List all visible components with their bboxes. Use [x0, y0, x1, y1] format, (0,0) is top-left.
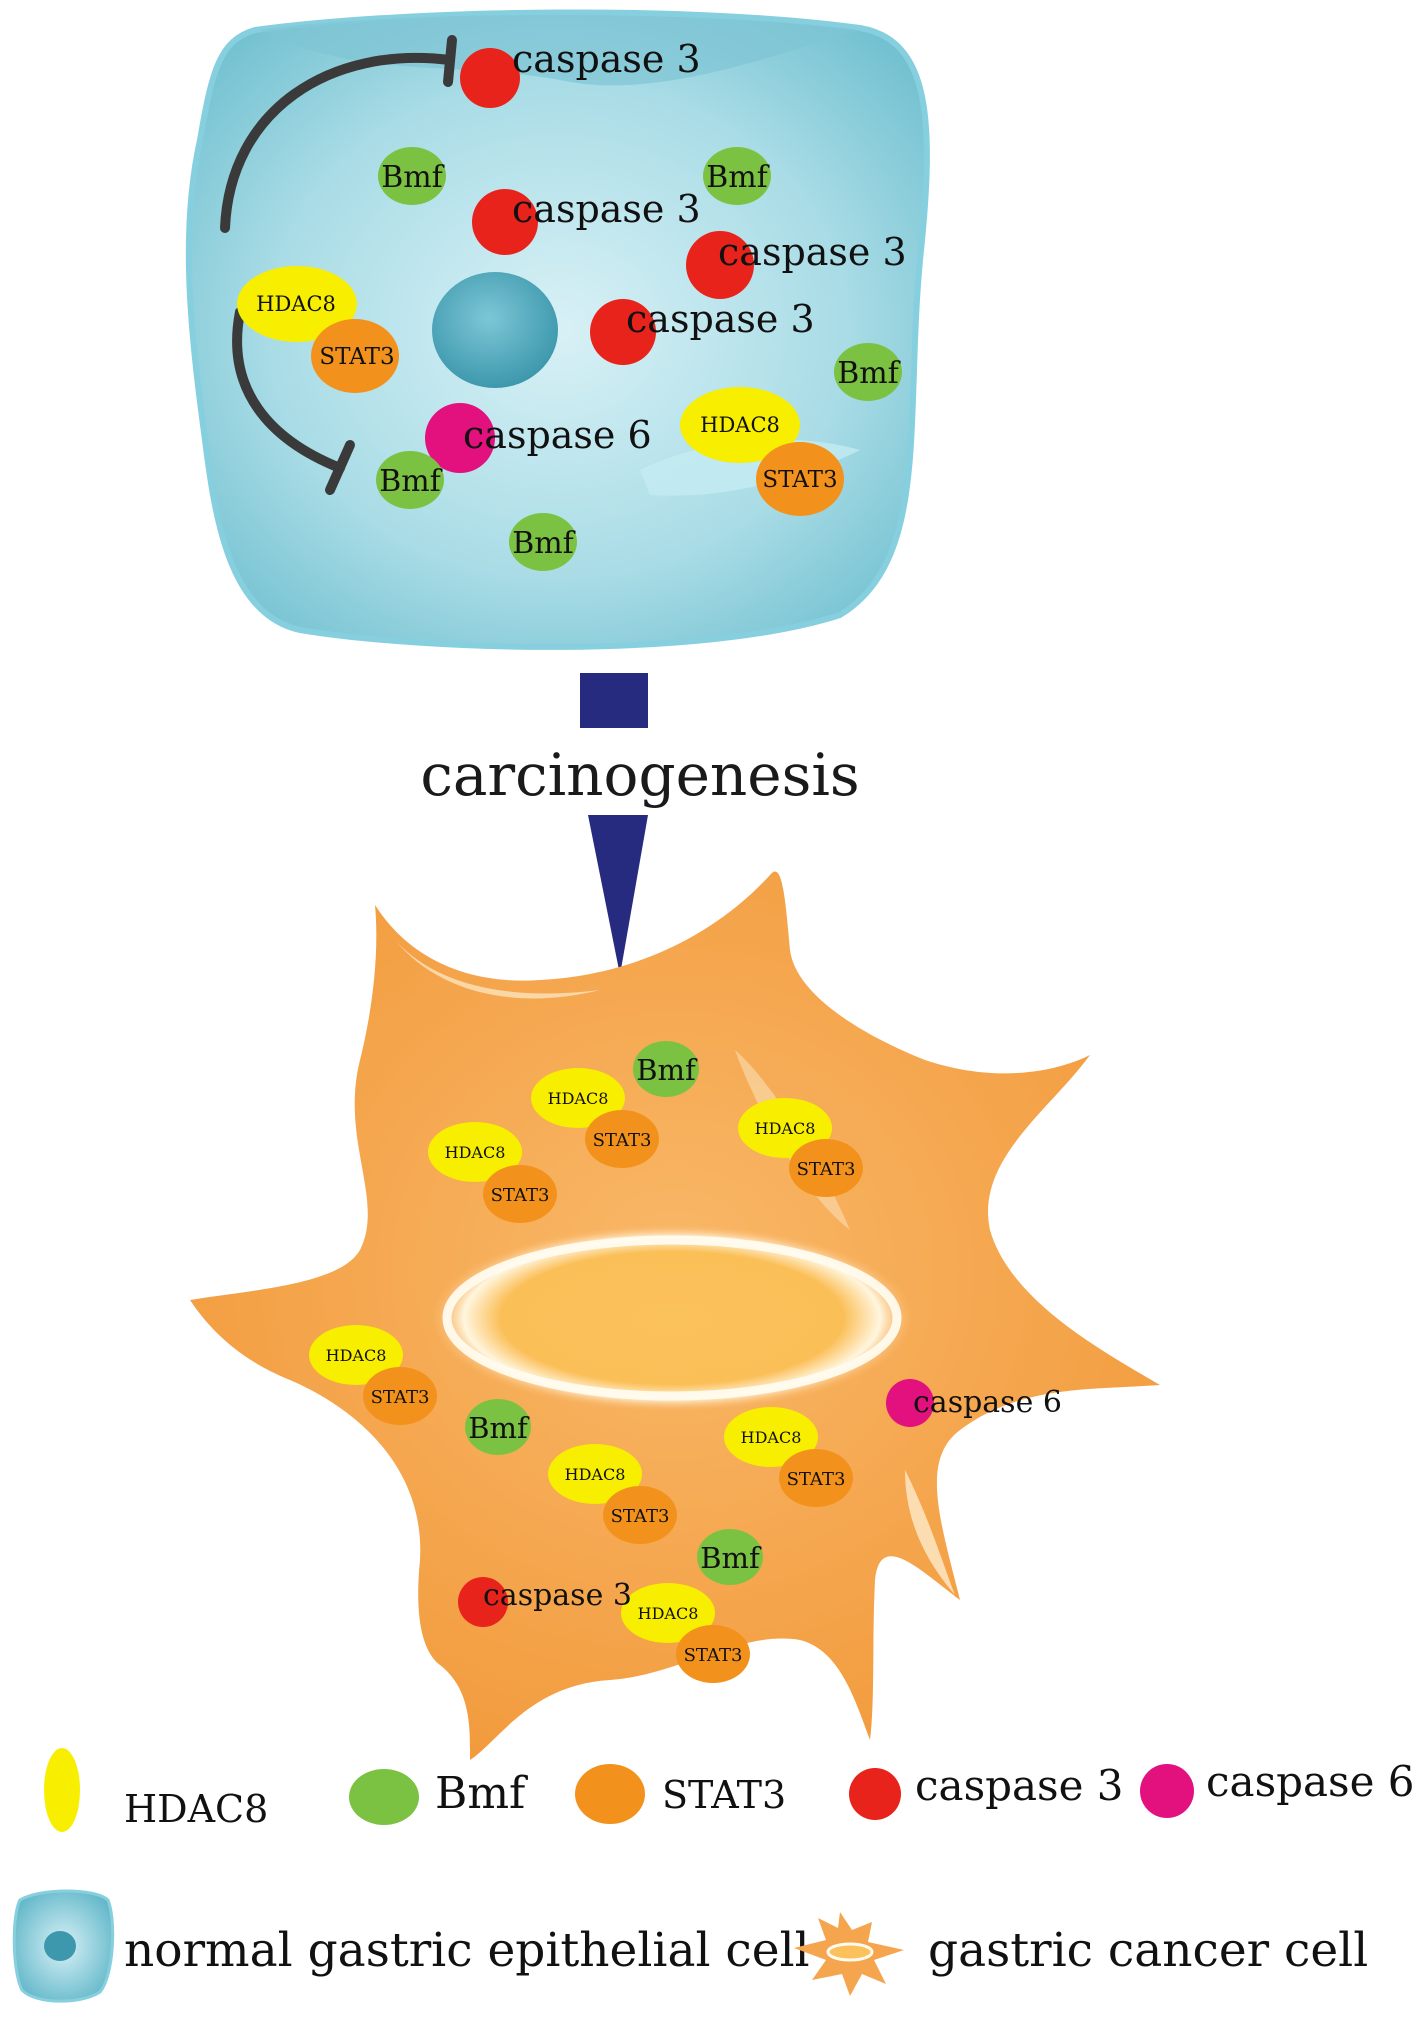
svg-text:caspase 3: caspase 3 — [718, 230, 907, 274]
legend-caspase6-label: caspase 6 — [1206, 1757, 1415, 1806]
legend-bmf: Bmf — [349, 1768, 528, 1825]
svg-text:HDAC8: HDAC8 — [741, 1428, 802, 1447]
svg-text:Bmf: Bmf — [381, 160, 444, 195]
cancer-cell-nucleus-glow — [427, 1223, 917, 1413]
svg-text:Bmf: Bmf — [636, 1053, 698, 1087]
normal-caspase3-4: caspase 3 — [590, 297, 815, 365]
normal-caspase3-1: caspase 3 — [460, 37, 701, 108]
svg-text:STAT3: STAT3 — [762, 467, 837, 493]
normal-bmf-4: Bmf — [376, 451, 444, 509]
legend-caspase3: caspase 3 — [849, 1761, 1124, 1820]
legend-stat3: STAT3 — [575, 1764, 786, 1824]
normal-bmf-1: Bmf — [378, 147, 446, 205]
cancer-hdac8-stat3-5: HDAC8 STAT3 — [724, 1407, 853, 1507]
legend: HDAC8 Bmf STAT3 caspase 3 caspase 6 norm… — [12, 1748, 1415, 2003]
cancer-bmf-1: Bmf — [633, 1041, 699, 1097]
legend-caspase6: caspase 6 — [1140, 1757, 1415, 1818]
arrow-head — [588, 815, 648, 975]
normal-caspase6: caspase 6 — [425, 403, 652, 473]
legend-caspase6-swatch — [1140, 1764, 1194, 1818]
normal-hdac8-stat3-1: HDAC8 STAT3 — [237, 266, 399, 393]
svg-text:STAT3: STAT3 — [371, 1387, 430, 1408]
svg-text:HDAC8: HDAC8 — [565, 1465, 626, 1484]
legend-normal-cell-label: normal gastric epithelial cell — [124, 1923, 810, 1978]
cancer-hdac8-stat3-7: HDAC8 STAT3 — [621, 1583, 750, 1683]
svg-text:caspase 6: caspase 6 — [913, 1385, 1062, 1420]
svg-text:Bmf: Bmf — [706, 160, 769, 195]
carcinogenesis-arrow: carcinogenesis — [420, 673, 860, 975]
legend-cancer-cell-label: gastric cancer cell — [928, 1923, 1368, 1978]
normal-bmf-3: Bmf — [834, 343, 902, 401]
svg-text:Bmf: Bmf — [512, 526, 575, 561]
svg-text:Bmf: Bmf — [468, 1411, 530, 1445]
normal-bmf-2: Bmf — [703, 147, 771, 205]
arrow-shaft — [580, 673, 648, 728]
svg-text:HDAC8: HDAC8 — [638, 1604, 699, 1623]
legend-normal-cell: normal gastric epithelial cell — [12, 1889, 810, 2003]
svg-text:caspase 3: caspase 3 — [626, 297, 815, 341]
cancer-caspase6: caspase 6 — [886, 1379, 1062, 1427]
legend-bmf-label: Bmf — [435, 1768, 528, 1819]
cancer-cell: HDAC8 STAT3 HDAC8 STAT3 HDAC8 STAT3 HDAC… — [190, 871, 1160, 1760]
svg-text:STAT3: STAT3 — [319, 344, 394, 370]
cancer-hdac8-stat3-4: HDAC8 STAT3 — [309, 1325, 437, 1425]
normal-cell: caspase 3 caspase 3 caspase 3 caspase 3 … — [185, 9, 930, 650]
inhibition-bar-bottom — [325, 440, 355, 495]
svg-text:STAT3: STAT3 — [787, 1469, 846, 1490]
cancer-cell-highlight-lower — [905, 1470, 955, 1595]
svg-text:HDAC8: HDAC8 — [256, 292, 336, 316]
svg-text:HDAC8: HDAC8 — [700, 413, 780, 437]
inhibition-arc-bottom — [232, 307, 345, 473]
legend-caspase3-label: caspase 3 — [915, 1761, 1124, 1810]
cancer-cell-highlight-top — [395, 940, 600, 999]
cancer-hdac8-stat3-3: HDAC8 STAT3 — [738, 1098, 863, 1197]
svg-text:Bmf: Bmf — [700, 1541, 762, 1575]
legend-stat3-swatch — [575, 1764, 645, 1824]
cancer-bmf-2: Bmf — [465, 1399, 531, 1455]
normal-cell-nucleus — [432, 272, 558, 388]
svg-text:caspase 6: caspase 6 — [463, 413, 652, 457]
legend-stat3-label: STAT3 — [662, 1773, 786, 1817]
svg-text:HDAC8: HDAC8 — [326, 1346, 387, 1365]
legend-cancer-cell: gastric cancer cell — [794, 1912, 1368, 1996]
svg-text:STAT3: STAT3 — [797, 1159, 856, 1180]
svg-text:caspase 3: caspase 3 — [483, 1578, 632, 1613]
svg-text:STAT3: STAT3 — [611, 1506, 670, 1527]
carcinogenesis-label: carcinogenesis — [420, 741, 859, 809]
cancer-hdac8-stat3-2: HDAC8 STAT3 — [428, 1122, 557, 1223]
normal-cell-membrane-fold — [260, 15, 860, 86]
cancer-hdac8-stat3-6: HDAC8 STAT3 — [548, 1444, 677, 1544]
legend-caspase3-swatch — [849, 1768, 901, 1820]
svg-text:STAT3: STAT3 — [684, 1645, 743, 1666]
cancer-cell-nucleus-ring — [442, 1235, 902, 1401]
legend-hdac8: HDAC8 — [44, 1748, 268, 1832]
svg-text:caspase 3: caspase 3 — [512, 187, 701, 231]
legend-bmf-swatch — [349, 1769, 419, 1825]
svg-text:HDAC8: HDAC8 — [445, 1143, 506, 1162]
svg-text:STAT3: STAT3 — [491, 1185, 550, 1206]
inhibition-bar-top — [443, 35, 457, 87]
cancer-bmf-3: Bmf — [697, 1529, 763, 1585]
normal-hdac8-stat3-2: HDAC8 STAT3 — [680, 387, 844, 516]
normal-bmf-5: Bmf — [509, 513, 577, 571]
cancer-caspase3: caspase 3 — [458, 1577, 632, 1627]
svg-text:Bmf: Bmf — [837, 356, 900, 391]
svg-text:HDAC8: HDAC8 — [755, 1119, 816, 1138]
legend-normal-cell-icon — [12, 1889, 115, 2003]
svg-text:STAT3: STAT3 — [593, 1130, 652, 1151]
cancer-hdac8-stat3-1: HDAC8 STAT3 — [531, 1068, 659, 1168]
legend-hdac8-label: HDAC8 — [124, 1787, 268, 1831]
svg-text:HDAC8: HDAC8 — [548, 1089, 609, 1108]
normal-caspase3-3: caspase 3 — [686, 230, 907, 299]
legend-hdac8-swatch — [44, 1748, 80, 1832]
normal-caspase3-2: caspase 3 — [472, 187, 701, 255]
inhibition-arc-top — [220, 52, 455, 233]
svg-text:Bmf: Bmf — [379, 464, 442, 499]
legend-cancer-cell-icon — [794, 1912, 904, 1996]
svg-text:caspase 3: caspase 3 — [512, 37, 701, 81]
